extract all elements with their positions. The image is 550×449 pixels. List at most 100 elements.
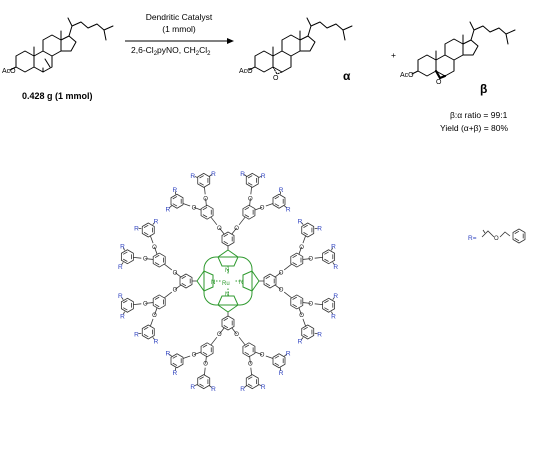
benzene-ring	[242, 204, 256, 220]
dendrimer-bond	[163, 263, 173, 271]
dendrimer-bond	[250, 367, 253, 376]
dendrimer-bond	[314, 227, 318, 230]
dendrimer-bond	[302, 318, 307, 327]
dendrimer-bond	[249, 198, 251, 207]
dendrimer-o-label: O	[279, 270, 284, 276]
dendrimer-o-label: O	[248, 362, 253, 368]
dendrimer-o-label: O	[308, 257, 313, 263]
dendrimer-o-label: O	[260, 205, 265, 211]
dendrimer-r-label: R	[240, 171, 245, 178]
dendrimer-bond	[174, 284, 182, 290]
r-group-label: R=	[468, 235, 477, 242]
benzene-ring	[152, 294, 166, 310]
dendrimer-bond	[205, 198, 207, 207]
dendrimer-r-label: R	[286, 351, 291, 358]
dendrimer-r-label: R	[298, 218, 303, 225]
dendrimer-bond	[219, 327, 225, 335]
dendrimer-bond	[203, 367, 206, 376]
dendrimer-bond	[302, 258, 311, 260]
dendrimer-bond	[279, 191, 282, 195]
dendrimer-bond	[250, 186, 253, 195]
benzene-ring	[200, 342, 214, 358]
starting-material	[9, 17, 114, 73]
benzene-ring	[245, 374, 259, 390]
benzene-ring	[242, 342, 256, 358]
dendrimer-bond	[314, 303, 323, 306]
porphyrin-ru: Ru	[222, 281, 230, 287]
dendrimer-r-label: R	[154, 218, 159, 225]
dendrimer-r-label: R	[317, 225, 322, 232]
dendrimer-bond	[298, 307, 302, 316]
dendrimer-o-label: O	[217, 332, 222, 338]
dendrimer-bond	[302, 235, 307, 244]
dendrimer-o-label: O	[299, 313, 304, 319]
benzene-ring	[272, 353, 286, 369]
dendrimer-r-label: R	[331, 314, 336, 321]
benzene-ring	[322, 249, 336, 265]
dendrimer-r-label: R	[333, 293, 338, 300]
dendrimer-bond	[219, 227, 225, 235]
dendrimer-bond	[122, 247, 125, 251]
porphyrin-core: N N N N Ru	[196, 249, 260, 313]
dendrimer-o-label: O	[248, 196, 253, 202]
alpha-label: α	[343, 69, 351, 83]
dendrimer-bond	[314, 256, 323, 259]
dendrimer-o-label: O	[308, 301, 313, 307]
dendrimer-bond	[284, 205, 287, 208]
alpha-product	[248, 17, 353, 75]
benzene-ring	[290, 294, 304, 310]
dendrimer-bond	[138, 332, 142, 335]
dendrimer-r-label: R	[173, 187, 178, 194]
dendrimer-bond	[283, 263, 293, 271]
benzene-ring	[197, 374, 211, 390]
dendrimer-r-label: R	[173, 370, 178, 377]
dendrimer-r-label: R	[298, 339, 303, 346]
r-group-definition: R= O	[468, 228, 526, 244]
dendrimer-r-label: R	[286, 206, 291, 213]
dendrimer-o-label: O	[173, 270, 178, 276]
dendrimer-bond	[154, 307, 158, 316]
dendrimer-bond	[210, 336, 218, 346]
dendrimer-bond	[133, 256, 142, 259]
dendrimer-bond	[254, 351, 263, 355]
dendrimer-o-label: O	[192, 353, 197, 359]
dendrimer-bond	[238, 216, 246, 226]
benzene-ring	[301, 222, 315, 238]
dendrimer-bond	[331, 311, 334, 315]
dendrimer-bond	[238, 336, 246, 346]
dendrimer-o-label: O	[217, 226, 222, 232]
dendrimer-bond	[209, 174, 213, 177]
dendrimer-bond	[194, 384, 198, 387]
benzene-ring	[200, 204, 214, 220]
benzene-ring	[141, 222, 155, 238]
dendrimer-bond	[121, 262, 124, 266]
beta-label: β	[480, 82, 487, 96]
dendrimer-bond	[301, 222, 304, 225]
dendrimer-bond	[302, 302, 311, 304]
starting-amount-label: 0.428 g (1 mmol)	[22, 91, 93, 101]
benzene-ring	[170, 193, 184, 209]
dendrimer-bond	[169, 205, 172, 208]
beta-product	[411, 21, 516, 80]
ratio-label: β:α ratio = 99:1	[450, 110, 508, 120]
dendrimer-bond	[332, 262, 335, 266]
dendrimer-bond	[274, 272, 282, 278]
dendrimer-bond	[258, 384, 262, 387]
dendrimer-bond	[254, 207, 263, 211]
dendrimer-r-label: R	[317, 332, 322, 339]
benzene-ring	[170, 353, 184, 369]
dendrimer-bond	[231, 227, 237, 235]
dendrimer-bond	[274, 284, 282, 290]
beta-aco-label: AcO	[400, 72, 414, 79]
dendrimer-r-label: R	[120, 314, 125, 321]
benzene-ring	[272, 193, 286, 209]
dendrimer-bond	[205, 355, 207, 364]
starting-aco-label: AcO	[2, 68, 16, 75]
dendrimer-bond	[243, 385, 247, 388]
dendrimer-bond	[332, 296, 335, 300]
dendrimer-o-label: O	[152, 313, 157, 319]
dendrimer-r-label: R	[333, 264, 338, 271]
dendrimer-r-label: R	[211, 386, 216, 393]
reagent-line2: (1 mmol)	[162, 24, 196, 34]
